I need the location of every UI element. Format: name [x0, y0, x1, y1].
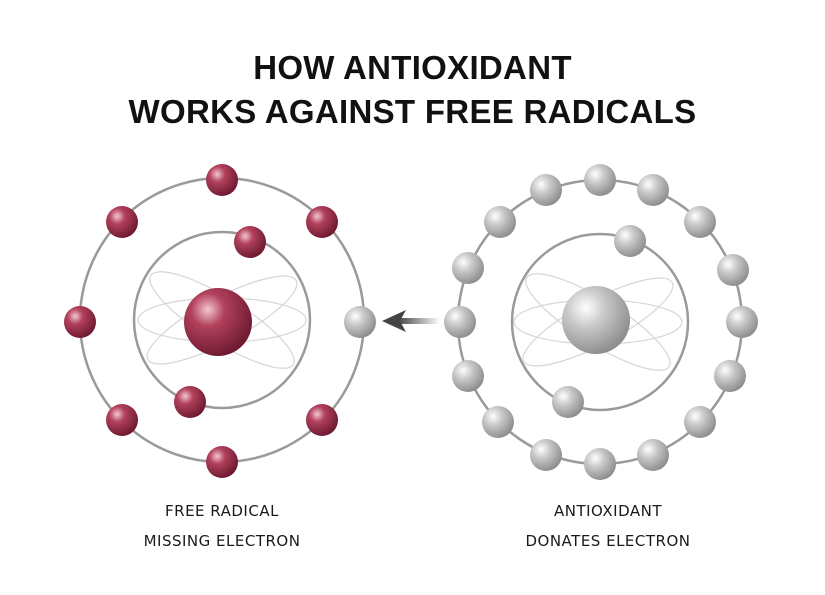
free-radical-caption-line-2: MISSING ELECTRON [143, 532, 301, 550]
electron [484, 206, 516, 238]
electron [306, 206, 338, 238]
electron [306, 404, 338, 436]
antioxidant-electrons [444, 164, 758, 480]
electron [584, 448, 616, 480]
free-radical-atom [64, 164, 376, 478]
donated-electron [344, 306, 376, 338]
electron [206, 164, 238, 196]
electron [584, 164, 616, 196]
electron [717, 254, 749, 286]
electron [530, 439, 562, 471]
electron [234, 226, 266, 258]
electron [64, 306, 96, 338]
inner-orbit [510, 232, 690, 412]
electron [452, 360, 484, 392]
antioxidant-caption-line-1: ANTIOXIDANT [553, 502, 663, 520]
inner-orbit [132, 230, 312, 410]
title-line-2: WORKS AGAINST FREE RADICALS [128, 93, 697, 130]
title-line-1: HOW ANTIOXIDANT [253, 49, 572, 86]
electron [714, 360, 746, 392]
electron [614, 225, 646, 257]
antioxidant-caption-line-2: DONATES ELECTRON [525, 532, 691, 550]
electron [552, 386, 584, 418]
free-radical-caption: FREE RADICAL MISSING ELECTRON [82, 496, 362, 556]
free-radical-electrons [64, 164, 376, 478]
electron [444, 306, 476, 338]
electron [174, 386, 206, 418]
free-radical-nucleus [184, 288, 252, 356]
electron [106, 404, 138, 436]
electron [530, 174, 562, 206]
free-radical-caption-line-1: FREE RADICAL [165, 502, 279, 520]
electron [637, 439, 669, 471]
antioxidant-nucleus [562, 286, 630, 354]
donation-arrow [382, 310, 440, 332]
electron [637, 174, 669, 206]
diagram-title: HOW ANTIOXIDANT WORKS AGAINST FREE RADIC… [0, 46, 825, 134]
electron [452, 252, 484, 284]
antioxidant-atom [444, 164, 758, 480]
electron [482, 406, 514, 438]
electron [106, 206, 138, 238]
electron [726, 306, 758, 338]
electron [684, 206, 716, 238]
electron [684, 406, 716, 438]
antioxidant-caption: ANTIOXIDANT DONATES ELECTRON [468, 496, 748, 556]
electron [206, 446, 238, 478]
